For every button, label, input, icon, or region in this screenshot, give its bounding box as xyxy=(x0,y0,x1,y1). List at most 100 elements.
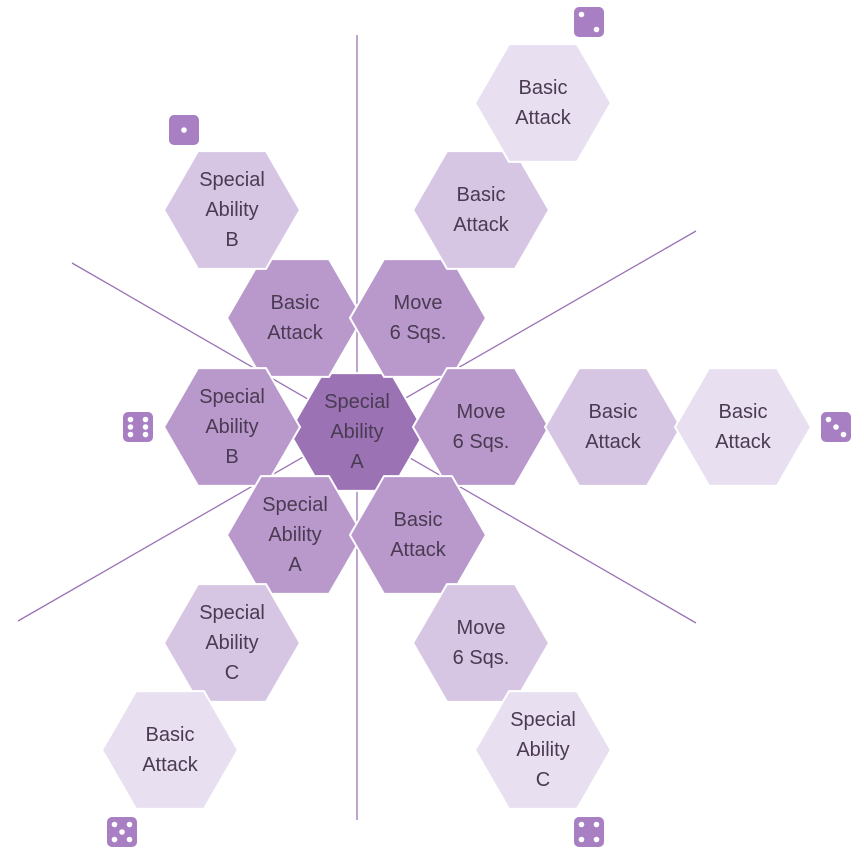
hex-shape xyxy=(543,367,683,487)
die-3-icon xyxy=(821,412,851,442)
hex-label-line: B xyxy=(225,446,238,468)
hex-label-line: Move xyxy=(394,292,443,314)
hex-label-line: Attack xyxy=(715,431,772,453)
hex-label-line: A xyxy=(350,451,364,473)
hex-label-line: Basic xyxy=(457,184,506,206)
hex-shape xyxy=(225,475,365,595)
hex-shape xyxy=(673,367,813,487)
die-pip xyxy=(578,11,585,18)
hex-label-line: Ability xyxy=(205,632,258,654)
hex-label-line: 6 Sqs. xyxy=(390,322,447,344)
die-pip xyxy=(127,431,134,438)
die-pip xyxy=(119,829,125,835)
die-pip xyxy=(593,26,600,33)
die-pip xyxy=(111,836,118,843)
hex-label-line: Basic xyxy=(394,509,443,531)
hex-label-line: Basic xyxy=(519,77,568,99)
hex-label-line: Special xyxy=(510,709,576,731)
hex-shape xyxy=(162,150,302,270)
die-5-icon xyxy=(107,817,137,847)
die-2-icon xyxy=(574,7,604,37)
die-pip xyxy=(142,431,149,438)
hex-label-line: A xyxy=(288,554,302,576)
die-pip xyxy=(126,821,133,828)
hex-label-line: 6 Sqs. xyxy=(453,647,510,669)
die-pip xyxy=(825,416,832,423)
hex-label-line: Special xyxy=(262,494,328,516)
die-body xyxy=(574,7,604,37)
hex-label-line: C xyxy=(536,769,550,791)
hex-label-line: Basic xyxy=(589,401,638,423)
hex-shape xyxy=(100,690,240,810)
hex-shape xyxy=(162,583,302,703)
die-pip xyxy=(840,431,847,438)
die-pip xyxy=(142,424,149,430)
hex-label-line: Attack xyxy=(390,539,447,561)
hex-label-line: Ability xyxy=(205,199,258,221)
hex-shape xyxy=(411,150,551,270)
hex-label-line: Special xyxy=(324,391,390,413)
die-pip xyxy=(833,424,839,430)
die-pip xyxy=(127,424,134,430)
hex-shape xyxy=(473,690,613,810)
hex-n-inner-right: Move 6 Sqs. xyxy=(348,258,488,378)
dice-icons xyxy=(107,7,851,847)
hex-label-line: Attack xyxy=(585,431,642,453)
hex-label-line: B xyxy=(225,229,238,251)
hex-label-line: Attack xyxy=(142,754,199,776)
hex-label-line: Basic xyxy=(271,292,320,314)
die-pip xyxy=(111,821,118,828)
die-body xyxy=(574,817,604,847)
hex-label-line: Ability xyxy=(330,421,383,443)
hex-shape xyxy=(348,475,488,595)
hex-shape xyxy=(225,258,365,378)
die-6-icon xyxy=(123,412,153,442)
hex-shape xyxy=(411,367,551,487)
die-pip xyxy=(593,836,600,843)
hex-label-line: Attack xyxy=(515,107,572,129)
hex-e-inner: Move 6 Sqs. xyxy=(411,367,551,487)
hex-label-line: Special xyxy=(199,602,265,624)
hex-label-line: 6 Sqs. xyxy=(453,431,510,453)
hex-label-line: Attack xyxy=(453,214,510,236)
die-pip xyxy=(142,416,149,423)
hex-se-mid: Move 6 Sqs. xyxy=(411,583,551,703)
die-pip xyxy=(593,821,600,828)
die-pip xyxy=(126,836,133,843)
hex-label-line: Special xyxy=(199,386,265,408)
die-pip xyxy=(578,821,585,828)
die-1-icon xyxy=(169,115,199,145)
hex-label-line: Ability xyxy=(516,739,569,761)
hex-label-line: Ability xyxy=(205,416,258,438)
hex-label-line: C xyxy=(225,662,239,684)
hex-label-line: Move xyxy=(457,617,506,639)
hex-label-line: Basic xyxy=(146,724,195,746)
die-body xyxy=(123,412,153,442)
hex-shape xyxy=(411,583,551,703)
die-4-icon xyxy=(574,817,604,847)
hex-shape xyxy=(473,43,613,163)
die-pip xyxy=(181,127,187,133)
hex-label-line: Special xyxy=(199,169,265,191)
hex-label-line: Basic xyxy=(719,401,768,423)
die-pip xyxy=(578,836,585,843)
die-pip xyxy=(127,416,134,423)
hex-shape xyxy=(348,258,488,378)
hex-label-line: Move xyxy=(457,401,506,423)
hex-label-line: Ability xyxy=(268,524,321,546)
